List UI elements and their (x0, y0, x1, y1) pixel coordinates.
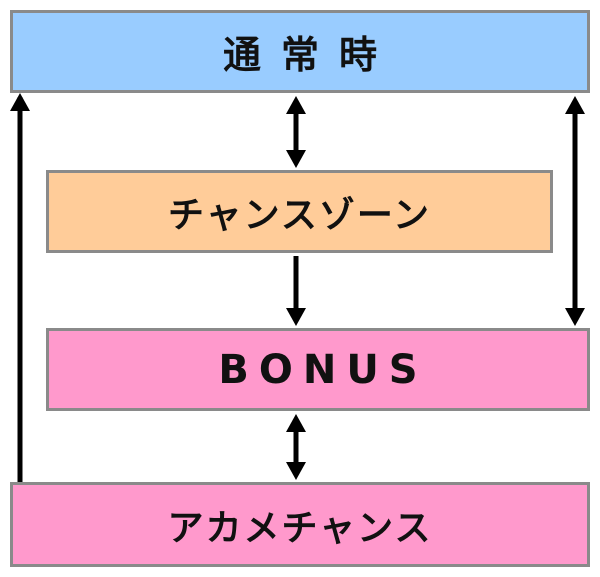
arrowhead-normal-bonus-down (565, 308, 585, 326)
arrowhead-bonus-akame-up (286, 414, 306, 432)
arrowhead-chance-to-bonus (286, 308, 306, 326)
arrowhead-normal-chance-down (286, 150, 306, 168)
arrowhead-normal-bonus-up (565, 96, 585, 114)
akame-chance-label: アカメチャンス (167, 507, 433, 549)
chance-zone-label: チャンスゾーン (167, 194, 432, 236)
bonus-label: BONUS (218, 346, 428, 393)
normal-state-box: 通常時 (10, 10, 590, 93)
arrowhead-bonus-akame-down (286, 462, 306, 480)
normal-state-label: 通常時 (222, 33, 397, 77)
arrowhead-akame-to-normal (10, 93, 30, 111)
bonus-box: BONUS (46, 328, 590, 411)
arrowhead-normal-chance-up (286, 96, 306, 114)
akame-chance-box: アカメチャンス (10, 482, 590, 567)
chance-zone-box: チャンスゾーン (46, 170, 553, 253)
